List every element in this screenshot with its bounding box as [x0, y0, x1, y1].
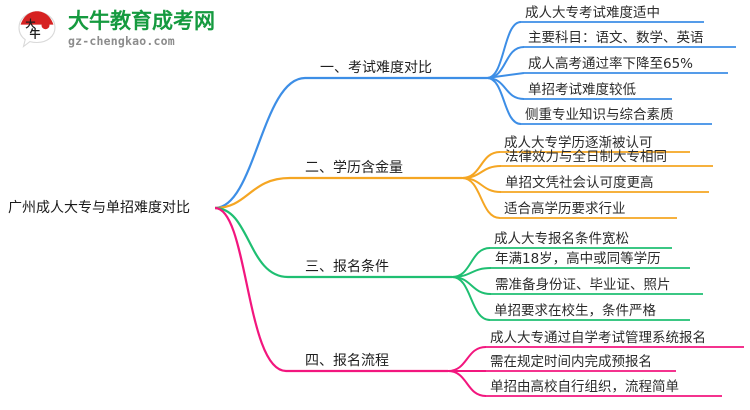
leaf-1-1[interactable]: 成人大专考试难度适中 — [525, 5, 660, 21]
leaf-4-1[interactable]: 成人大专通过自学考试管理系统报名 — [490, 330, 706, 346]
leaf-1-5[interactable]: 侧重专业知识与综合素质 — [525, 107, 674, 123]
logo-url: gz-chengkao.com — [68, 33, 175, 48]
leaf-2-3[interactable]: 单招文凭社会认可度更高 — [505, 175, 654, 191]
logo-textblock: 大牛教育成考网 gz-chengkao.com — [68, 8, 215, 48]
logo-title: 大牛教育成考网 — [68, 8, 215, 33]
branch-label-3[interactable]: 三、报名条件 — [305, 259, 389, 275]
daniu-speech-bubble-icon: 大 牛 — [14, 6, 60, 52]
leaf-3-4[interactable]: 单招要求在校生，条件严格 — [494, 303, 656, 319]
branch-3-wires — [214, 206, 703, 321]
leaf-3-3[interactable]: 需准备身份证、毕业证、照片 — [495, 277, 671, 293]
branch-label-1[interactable]: 一、考试难度对比 — [320, 60, 432, 76]
leaf-3-1[interactable]: 成人大专报名条件宽松 — [494, 231, 629, 247]
svg-text:牛: 牛 — [30, 27, 41, 41]
branch-2-wires — [214, 151, 713, 219]
mindmap-root-label[interactable]: 广州成人大专与单招难度对比 — [8, 200, 190, 216]
leaf-1-3[interactable]: 成人高考通过率下降至65% — [528, 56, 694, 72]
leaf-2-4[interactable]: 适合高学历要求行业 — [504, 201, 626, 217]
branch-1-wires — [214, 21, 736, 210]
leaf-2-1[interactable]: 成人大专学历逐渐被认可 — [504, 135, 653, 151]
leaf-3-2[interactable]: 年满18岁，高中或同等学历 — [495, 251, 661, 267]
branch-label-4[interactable]: 四、报名流程 — [305, 353, 389, 369]
branch-4-wires — [214, 206, 744, 397]
site-logo: 大 牛 大牛教育成考网 gz-chengkao.com — [14, 6, 215, 52]
leaf-4-3[interactable]: 单招由高校自行组织，流程简单 — [490, 379, 679, 395]
leaf-1-2[interactable]: 主要科目：语文、数学、英语 — [528, 30, 704, 46]
leaf-2-2[interactable]: 法律效力与全日制大专相同 — [505, 149, 667, 165]
svg-text:大: 大 — [26, 18, 36, 31]
leaf-1-4[interactable]: 单招考试难度较低 — [528, 82, 636, 98]
branch-label-2[interactable]: 二、学历含金量 — [305, 160, 403, 176]
leaf-4-2[interactable]: 需在规定时间内完成预报名 — [490, 354, 652, 370]
